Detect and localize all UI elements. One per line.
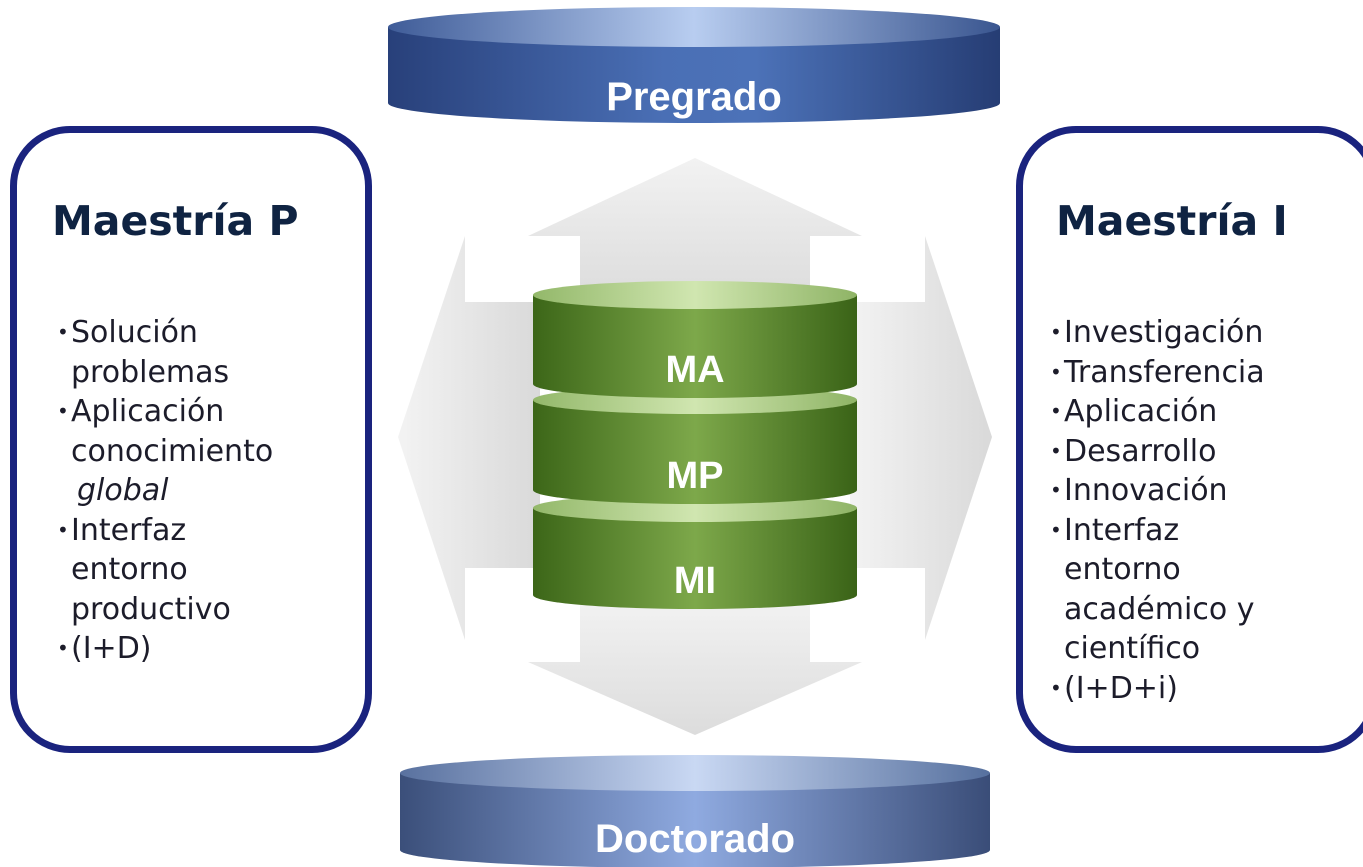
arrow-down-icon [528, 600, 862, 735]
bullet-line: Interfaz [1064, 512, 1180, 548]
bullet-item: Aplicación [1050, 392, 1363, 432]
bullet-line: académico y [1064, 591, 1255, 627]
bullet-line-italic: global [77, 473, 169, 508]
bullet-line: entorno [71, 552, 188, 587]
bullet-line: productivo [71, 591, 231, 627]
disc-doctorado: Doctorado [400, 755, 990, 867]
bullet-line: científico [1064, 631, 1201, 666]
bullet-line: Aplicación [71, 394, 225, 429]
bullet-line: entorno [1064, 552, 1181, 587]
stack-layer-mi: MI [533, 494, 857, 609]
bullet-line: Solución [71, 315, 198, 350]
maestria-i-title: Maestría I [1056, 197, 1288, 245]
maestria-p-box: Maestría P Solución problemas Aplicación… [10, 126, 372, 753]
stack-label-mi: MI [674, 560, 716, 602]
maestria-i-bullets: Investigación Transferencia Aplicación D… [1050, 313, 1363, 708]
arrow-up-icon [528, 158, 862, 300]
arrow-right-icon [850, 236, 992, 640]
bullet-item: Innovación [1050, 471, 1363, 511]
stack-layer-mp: MP [533, 386, 857, 504]
bullet-line: conocimiento [71, 433, 274, 469]
stack-label-ma: MA [665, 349, 724, 391]
bullet-item: (I+D) [57, 629, 357, 669]
arrow-left-icon [398, 236, 540, 640]
stack-label-mp: MP [667, 455, 724, 497]
maestria-i-box: Maestría I Investigación Transferencia A… [1016, 126, 1363, 753]
bullet-line: (I+D+i) [1064, 670, 1178, 706]
bullet-item: Investigación [1050, 313, 1363, 353]
bullet-item: Desarrollo [1050, 432, 1363, 472]
bullet-line: Interfaz [71, 512, 187, 548]
bullet-line: Investigación [1064, 315, 1264, 350]
bullet-item: Solución problemas [57, 313, 357, 392]
bullet-item: Transferencia [1050, 353, 1363, 393]
disc-label-pregrado: Pregrado [606, 75, 782, 119]
cross-arrows [398, 158, 992, 735]
maestria-p-bullets: Solución problemas Aplicación conocimien… [57, 313, 357, 669]
bullet-item: Aplicación conocimiento global [57, 392, 357, 511]
bullet-line: problemas [71, 354, 230, 390]
bullet-item: Interfaz entorno productivo [57, 511, 357, 630]
bullet-item: (I+D+i) [1050, 669, 1363, 709]
bullet-line: (I+D) [71, 631, 152, 666]
disc-pregrado: Pregrado [388, 7, 1000, 123]
bullet-line: Desarrollo [1064, 433, 1217, 469]
bullet-line: Innovación [1064, 473, 1228, 508]
stack-layer-ma: MA [533, 281, 857, 398]
bullet-line: Transferencia [1064, 354, 1265, 390]
center-stack: MI MP MA [533, 281, 857, 609]
bullet-item: Interfaz entorno académico y científico [1050, 511, 1363, 669]
bullet-line: Aplicación [1064, 394, 1218, 429]
maestria-p-title: Maestría P [52, 197, 299, 245]
disc-label-doctorado: Doctorado [595, 817, 795, 861]
